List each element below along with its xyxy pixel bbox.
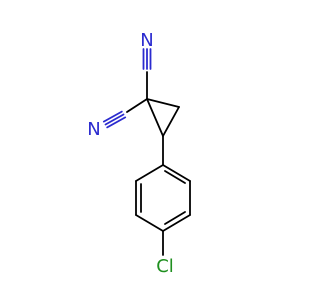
bond-c1-c2 — [146, 98, 180, 108]
triple-bond-left-2 — [106, 116, 127, 129]
atom-label-cl: Cl — [156, 256, 174, 277]
molecule-structure: N N Cl — [87, 30, 191, 277]
ring-bond-4 — [135, 214, 164, 232]
atom-label-n-left: N — [87, 119, 100, 140]
bond-c1-c3 — [146, 98, 164, 137]
inner-double-bond-1 — [164, 170, 186, 184]
bond-c2-c3 — [162, 106, 180, 137]
molecule-canvas: N N Cl — [87, 30, 191, 277]
triple-bond-left-1 — [104, 113, 125, 126]
bond-c1-cn-left — [126, 98, 148, 113]
ring-bond-3 — [162, 214, 191, 232]
inner-double-bond-2 — [164, 211, 186, 225]
ring-bond-1 — [162, 164, 191, 182]
triple-bond-left-3 — [102, 110, 123, 123]
ring-bond-6 — [135, 164, 164, 182]
atom-label-n-top: N — [140, 30, 153, 51]
